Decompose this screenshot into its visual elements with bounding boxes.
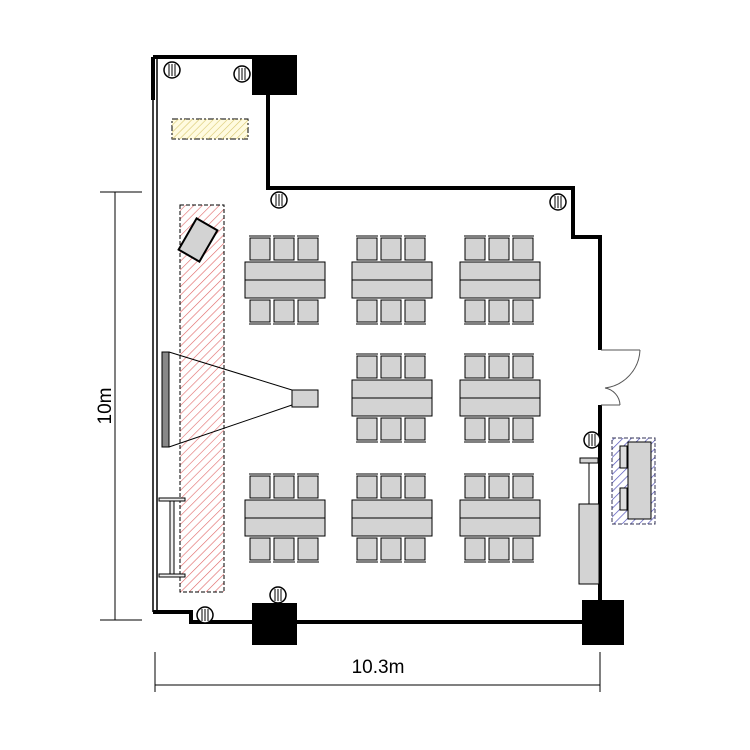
height-dimension xyxy=(100,191,142,621)
column-icon xyxy=(233,65,251,83)
chair xyxy=(380,537,402,563)
entrance-door[interactable] xyxy=(601,349,641,406)
chair xyxy=(404,235,426,261)
table-group xyxy=(351,473,433,563)
chair xyxy=(249,299,271,325)
chair xyxy=(356,417,378,443)
chair xyxy=(273,537,295,563)
chair xyxy=(488,537,510,563)
column-icon xyxy=(583,431,601,449)
chair xyxy=(512,235,534,261)
table-group xyxy=(459,235,541,325)
pillar-bottom-right xyxy=(582,600,624,645)
side-table xyxy=(578,457,600,585)
width-dimension xyxy=(154,652,601,692)
pillar-top xyxy=(252,55,297,95)
chair xyxy=(488,235,510,261)
projector xyxy=(291,389,319,408)
lectern xyxy=(177,217,219,263)
chair xyxy=(380,235,402,261)
chair xyxy=(380,353,402,379)
chair xyxy=(356,235,378,261)
chair xyxy=(273,473,295,499)
table-group xyxy=(351,353,433,443)
chair xyxy=(464,299,486,325)
chair xyxy=(404,353,426,379)
chair xyxy=(356,299,378,325)
chair xyxy=(464,235,486,261)
chair xyxy=(273,299,295,325)
table-group xyxy=(244,473,326,563)
chair xyxy=(512,537,534,563)
column-icon xyxy=(163,61,181,79)
chair xyxy=(464,417,486,443)
chair xyxy=(273,235,295,261)
chair xyxy=(488,299,510,325)
chair xyxy=(380,473,402,499)
chair xyxy=(404,537,426,563)
chair xyxy=(380,417,402,443)
chair xyxy=(356,353,378,379)
height-label: 10m xyxy=(95,388,116,425)
whiteboard xyxy=(158,497,186,578)
column-icon xyxy=(196,606,214,624)
chair xyxy=(249,235,271,261)
chair xyxy=(464,473,486,499)
width-label: 10.3m xyxy=(352,657,405,678)
chair xyxy=(297,473,319,499)
chair xyxy=(488,473,510,499)
pillar-bottom-left xyxy=(252,603,297,645)
chair xyxy=(512,299,534,325)
chair xyxy=(356,537,378,563)
chair xyxy=(297,299,319,325)
chair xyxy=(464,353,486,379)
chair xyxy=(404,299,426,325)
chair xyxy=(404,417,426,443)
column-icon xyxy=(270,191,288,209)
chair xyxy=(404,473,426,499)
table-group xyxy=(244,235,326,325)
column-icon xyxy=(269,586,287,604)
chair xyxy=(488,353,510,379)
chair xyxy=(356,473,378,499)
chair xyxy=(249,537,271,563)
walls xyxy=(151,55,602,624)
table-group xyxy=(459,353,541,443)
reception-desk xyxy=(611,437,656,525)
chair xyxy=(249,473,271,499)
chair xyxy=(297,537,319,563)
chair xyxy=(464,537,486,563)
table-group xyxy=(459,473,541,563)
chair xyxy=(380,299,402,325)
chair xyxy=(512,417,534,443)
stage-area xyxy=(179,204,225,593)
table-group xyxy=(351,235,433,325)
chair xyxy=(512,353,534,379)
column-icon xyxy=(549,193,567,211)
chair xyxy=(297,235,319,261)
chair xyxy=(512,473,534,499)
chair xyxy=(488,417,510,443)
